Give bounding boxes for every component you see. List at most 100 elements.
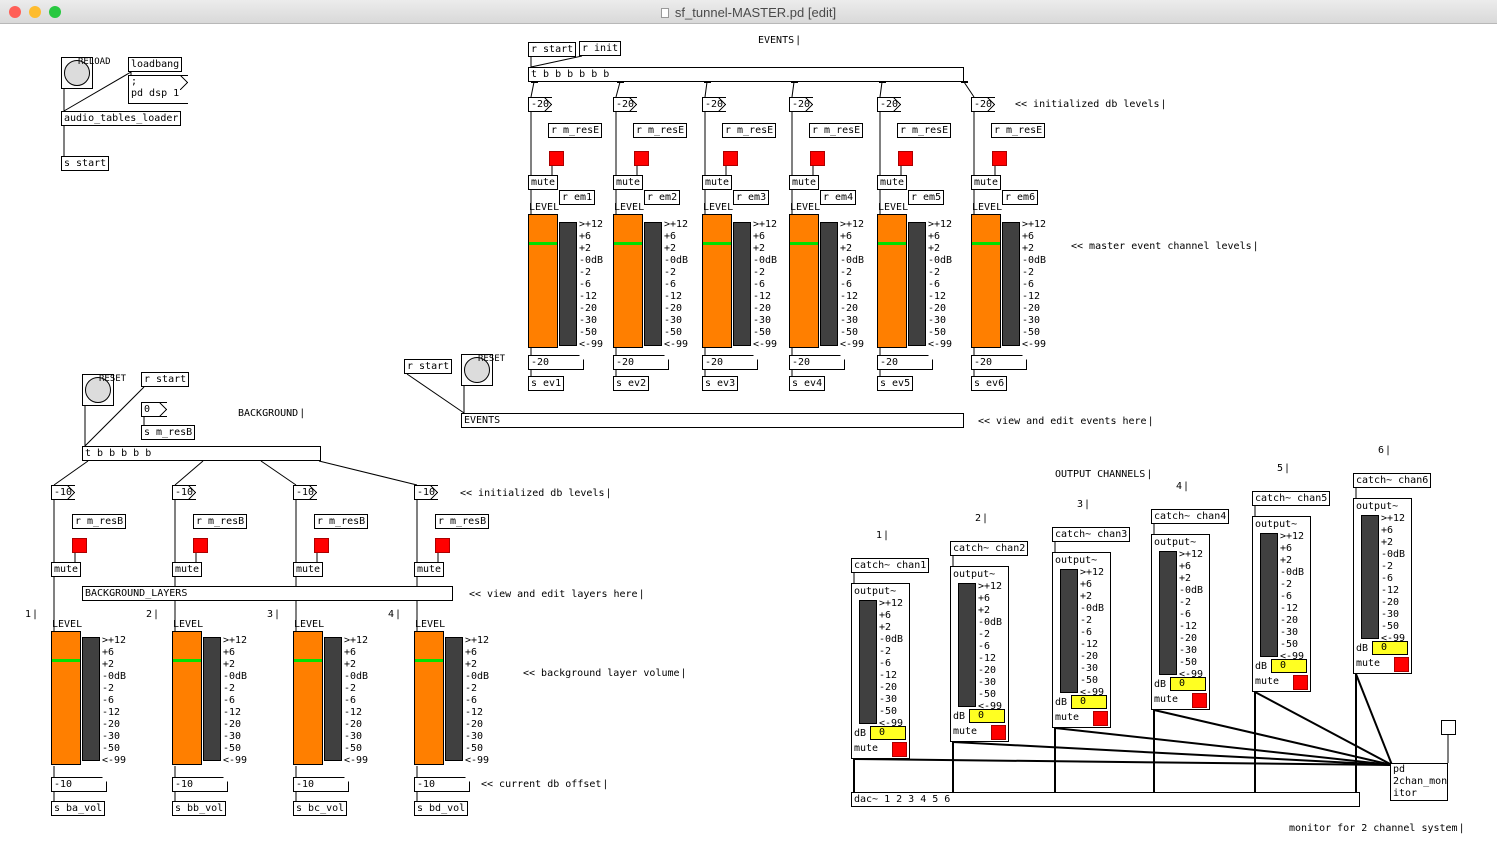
mute-object[interactable]: mute	[971, 175, 1002, 190]
events-trigger-object[interactable]: t b b b b b b	[528, 67, 964, 82]
send-volume-object[interactable]: s bb_vol	[172, 801, 227, 816]
db-offset-number[interactable]: -10	[172, 777, 228, 792]
level-slider[interactable]: LEVEL	[172, 619, 203, 765]
background-trigger-object[interactable]: t b b b b b	[82, 446, 321, 461]
patch-cord[interactable]	[63, 71, 132, 112]
catch-object[interactable]: catch~ chan4	[1151, 509, 1230, 524]
events-r-start-object[interactable]: r start	[404, 359, 453, 374]
init-db-message[interactable]: -10	[172, 485, 196, 500]
trigger-outlet[interactable]	[961, 81, 968, 83]
r-m-rese-object[interactable]: r m_resE	[722, 123, 777, 138]
patch-cord[interactable]	[53, 460, 89, 486]
r-em-object[interactable]: r em2	[644, 190, 681, 205]
r-em-object[interactable]: r em1	[559, 190, 596, 205]
mute-object[interactable]: mute	[51, 562, 82, 577]
mute-toggle[interactable]	[1394, 657, 1409, 672]
catch-object[interactable]: catch~ chan2	[950, 541, 1029, 556]
minimize-window-button[interactable]	[29, 6, 41, 18]
monitor-toggle[interactable]	[1441, 720, 1456, 735]
r-m-resb-object[interactable]: r m_resB	[193, 514, 248, 529]
r-em-object[interactable]: r em3	[733, 190, 770, 205]
send-volume-object[interactable]: s ba_vol	[51, 801, 106, 816]
mute-object[interactable]: mute	[172, 562, 203, 577]
send-m-resb-object[interactable]: s m_resB	[141, 425, 196, 440]
slider-knob[interactable]	[703, 242, 731, 245]
mute-object[interactable]: mute	[613, 175, 644, 190]
r-m-rese-object[interactable]: r m_resE	[548, 123, 603, 138]
patch-cord[interactable]	[530, 81, 535, 98]
slider-knob[interactable]	[790, 242, 818, 245]
patch-cord[interactable]	[963, 81, 975, 98]
slider-knob[interactable]	[972, 242, 1000, 245]
send-event-object[interactable]: s ev4	[789, 376, 826, 391]
background-layers-subpatch[interactable]: BACKGROUND_LAYERS	[82, 586, 453, 601]
db-offset-number[interactable]: -20	[789, 355, 845, 370]
patch-cord[interactable]	[791, 81, 795, 98]
background-r-start-object[interactable]: r start	[141, 372, 190, 387]
send-event-object[interactable]: s ev6	[971, 376, 1008, 391]
patch-cord[interactable]	[530, 55, 583, 68]
db-offset-number[interactable]: -20	[971, 355, 1027, 370]
r-m-resb-object[interactable]: r m_resB	[314, 514, 369, 529]
patch-cord[interactable]	[174, 460, 204, 486]
trigger-outlet[interactable]	[879, 81, 886, 83]
mute-object[interactable]: mute	[528, 175, 559, 190]
db-offset-number[interactable]: -20	[528, 355, 584, 370]
zoom-window-button[interactable]	[49, 6, 61, 18]
mute-object[interactable]: mute	[702, 175, 733, 190]
patch-cord[interactable]	[318, 460, 418, 486]
r-em-object[interactable]: r em5	[908, 190, 945, 205]
init-db-message[interactable]: -20	[877, 97, 901, 112]
trigger-outlet[interactable]	[791, 81, 798, 83]
pd-dsp-message[interactable]: ; pd dsp 1	[128, 75, 188, 104]
events-reset-bang[interactable]: RESET	[461, 354, 505, 386]
db-offset-number[interactable]: -20	[613, 355, 669, 370]
patch-cord[interactable]	[1355, 673, 1393, 766]
patch-cord[interactable]	[260, 460, 297, 486]
slider-knob[interactable]	[173, 659, 201, 662]
send-event-object[interactable]: s ev5	[877, 376, 914, 391]
send-event-object[interactable]: s ev1	[528, 376, 565, 391]
monitor-subpatch[interactable]: pd 2chan_mon itor	[1390, 763, 1448, 801]
mute-object[interactable]: mute	[789, 175, 820, 190]
slider-knob[interactable]	[878, 242, 906, 245]
patch-cord[interactable]	[1153, 709, 1393, 766]
r-init-object[interactable]: r init	[579, 41, 622, 56]
level-slider[interactable]: LEVEL	[789, 202, 820, 348]
patch-cord[interactable]	[84, 386, 145, 447]
r-m-resb-object[interactable]: r m_resB	[435, 514, 490, 529]
level-slider[interactable]: LEVEL	[613, 202, 644, 348]
level-slider[interactable]: LEVEL	[293, 619, 324, 765]
close-window-button[interactable]	[9, 6, 21, 18]
r-m-rese-object[interactable]: r m_resE	[809, 123, 864, 138]
db-offset-number[interactable]: -20	[877, 355, 933, 370]
init-db-message[interactable]: -10	[51, 485, 75, 500]
level-slider[interactable]: LEVEL	[51, 619, 82, 765]
mute-object[interactable]: mute	[293, 562, 324, 577]
patch-cord[interactable]	[879, 81, 883, 98]
level-slider[interactable]: LEVEL	[702, 202, 733, 348]
db-number-box[interactable]: 0	[870, 726, 906, 740]
reset-toggle[interactable]	[634, 151, 649, 166]
zero-message[interactable]: 0	[141, 402, 167, 417]
trigger-outlet[interactable]	[617, 81, 624, 83]
reload-bang[interactable]: RELOAD	[61, 57, 111, 89]
loadbang-object[interactable]: loadbang	[128, 57, 183, 72]
db-offset-number[interactable]: -10	[51, 777, 107, 792]
level-slider[interactable]: LEVEL	[877, 202, 908, 348]
events-subpatch[interactable]: EVENTS	[461, 413, 964, 428]
level-slider[interactable]: LEVEL	[528, 202, 559, 348]
slider-knob[interactable]	[529, 242, 557, 245]
db-number-box[interactable]: 0	[1071, 695, 1107, 709]
patch-cord[interactable]	[615, 81, 621, 98]
send-event-object[interactable]: s ev2	[613, 376, 650, 391]
db-offset-number[interactable]: -10	[414, 777, 470, 792]
r-start-object[interactable]: r start	[528, 42, 577, 57]
mute-toggle[interactable]	[1192, 693, 1207, 708]
patch-cord[interactable]	[853, 758, 1393, 766]
trigger-outlet[interactable]	[531, 81, 538, 83]
init-db-message[interactable]: -20	[528, 97, 552, 112]
db-number-box[interactable]: 0	[969, 709, 1005, 723]
reset-toggle[interactable]	[193, 538, 208, 553]
init-db-message[interactable]: -10	[293, 485, 317, 500]
